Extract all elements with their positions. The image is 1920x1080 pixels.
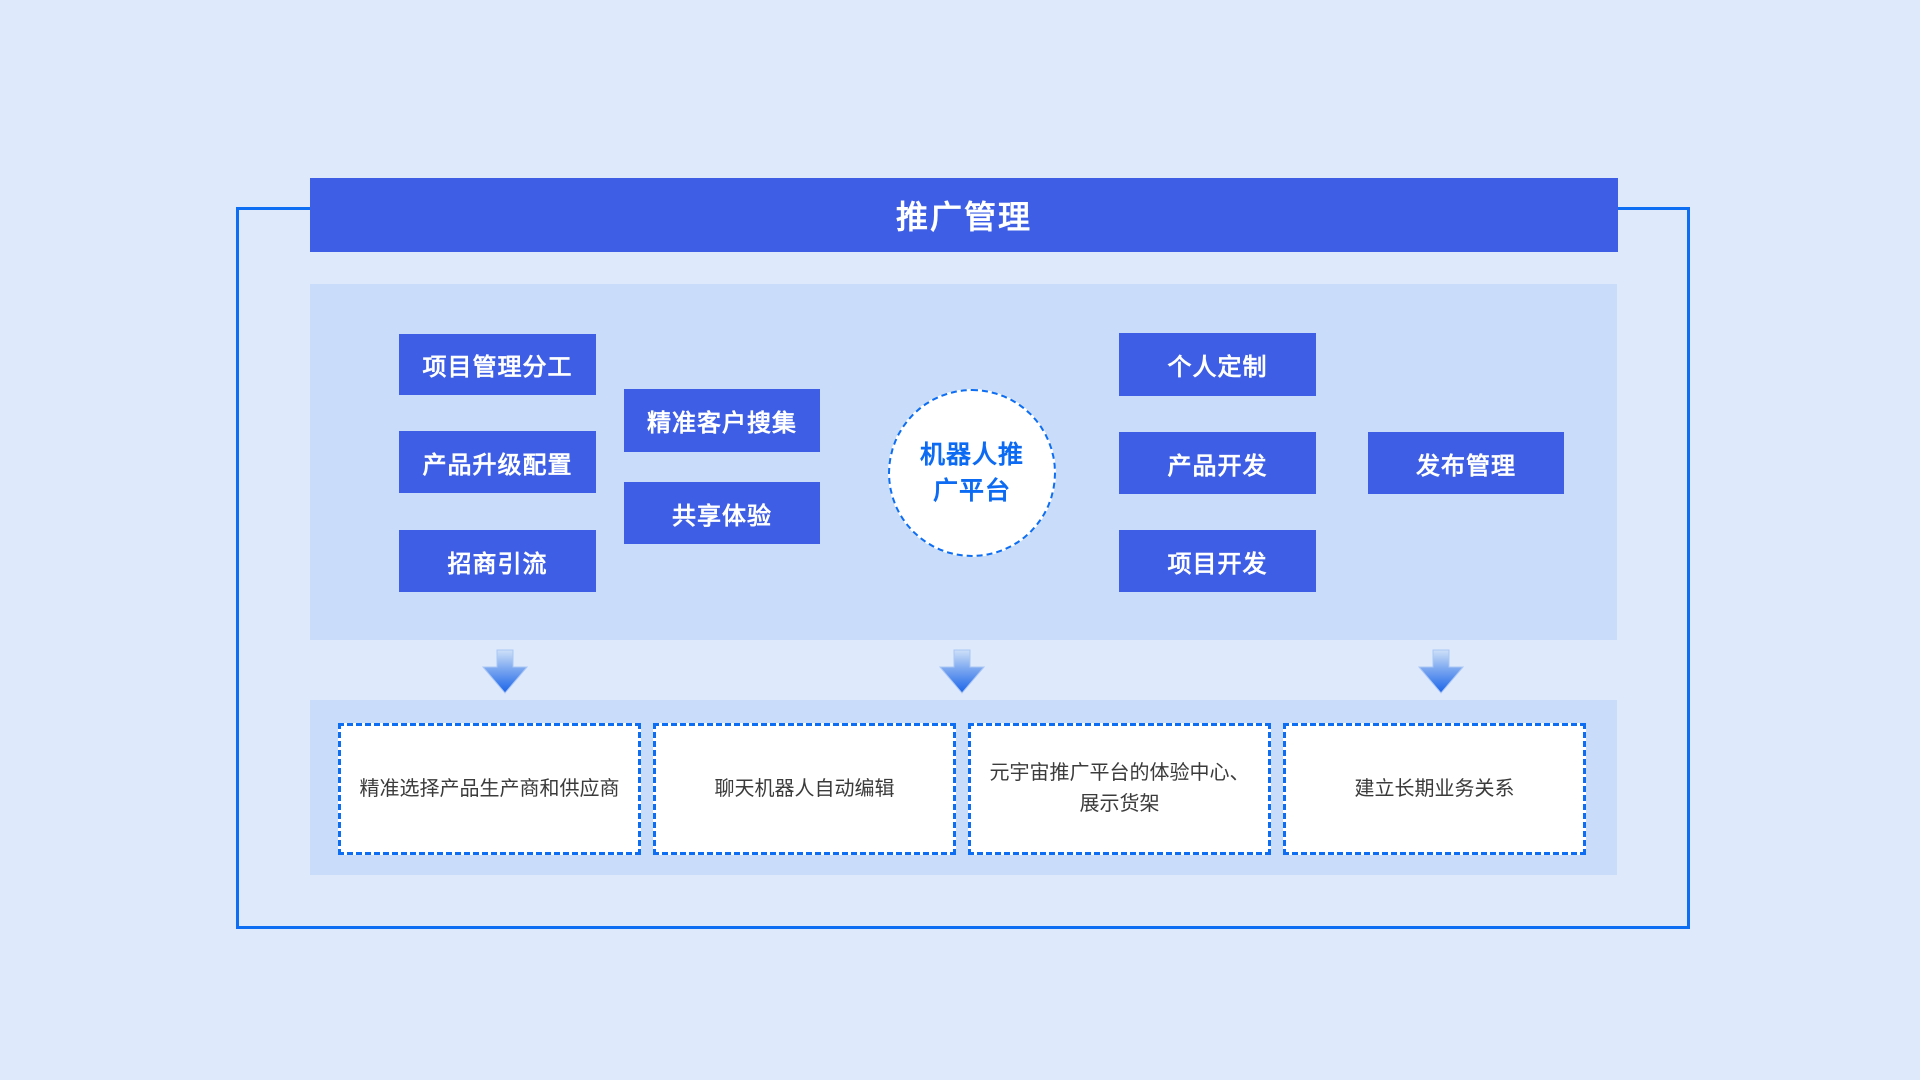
outcome-label: 聊天机器人自动编辑 [714, 777, 895, 800]
box-label: 产品升级配置 [422, 451, 573, 479]
box-investment-attraction: 招商引流 [399, 530, 596, 592]
box-shared-experience: 共享体验 [624, 482, 820, 544]
box-label: 共享体验 [672, 502, 772, 530]
diagram-title: 推广管理 [895, 199, 1032, 235]
box-precise-customer-collection: 精准客户搜集 [624, 389, 820, 452]
diagram-title-bar: 推广管理 [310, 178, 1618, 252]
outcome-box-supplier-selection: 精准选择产品生产商和供应商 [338, 723, 641, 855]
box-project-management-division: 项目管理分工 [399, 334, 596, 395]
box-label: 产品开发 [1167, 452, 1268, 480]
box-label: 精准客户搜集 [647, 410, 797, 437]
outcome-label: 精准选择产品生产商和供应商 [359, 777, 620, 800]
box-label: 招商引流 [447, 550, 548, 578]
box-personal-customization: 个人定制 [1119, 333, 1316, 396]
hub-label-line2: 广平台 [932, 477, 1011, 505]
robot-promotion-platform-hub: 机器人推 广平台 [888, 389, 1056, 557]
outcome-box-long-term-business: 建立长期业务关系 [1283, 723, 1586, 855]
arrow-down-icon [482, 649, 528, 694]
box-release-management: 发布管理 [1368, 432, 1564, 494]
box-project-development: 项目开发 [1119, 530, 1316, 592]
box-label: 个人定制 [1167, 354, 1268, 381]
box-label: 项目开发 [1167, 550, 1268, 578]
box-label: 发布管理 [1416, 452, 1516, 480]
outcome-label: 元宇宙推广平台的体验中心、展示货架 [989, 762, 1250, 815]
arrow-down-icon [1418, 649, 1464, 694]
arrow-down-icon [939, 649, 985, 694]
hub-label-line1: 机器人推 [919, 440, 1024, 469]
box-product-upgrade-config: 产品升级配置 [399, 431, 596, 493]
box-product-development: 产品开发 [1119, 432, 1316, 494]
box-label: 项目管理分工 [422, 354, 573, 381]
outcome-box-chatbot-editing: 聊天机器人自动编辑 [653, 723, 956, 855]
outcome-label: 建立长期业务关系 [1354, 777, 1515, 800]
outcome-box-metaverse-experience-center: 元宇宙推广平台的体验中心、展示货架 [968, 723, 1271, 855]
